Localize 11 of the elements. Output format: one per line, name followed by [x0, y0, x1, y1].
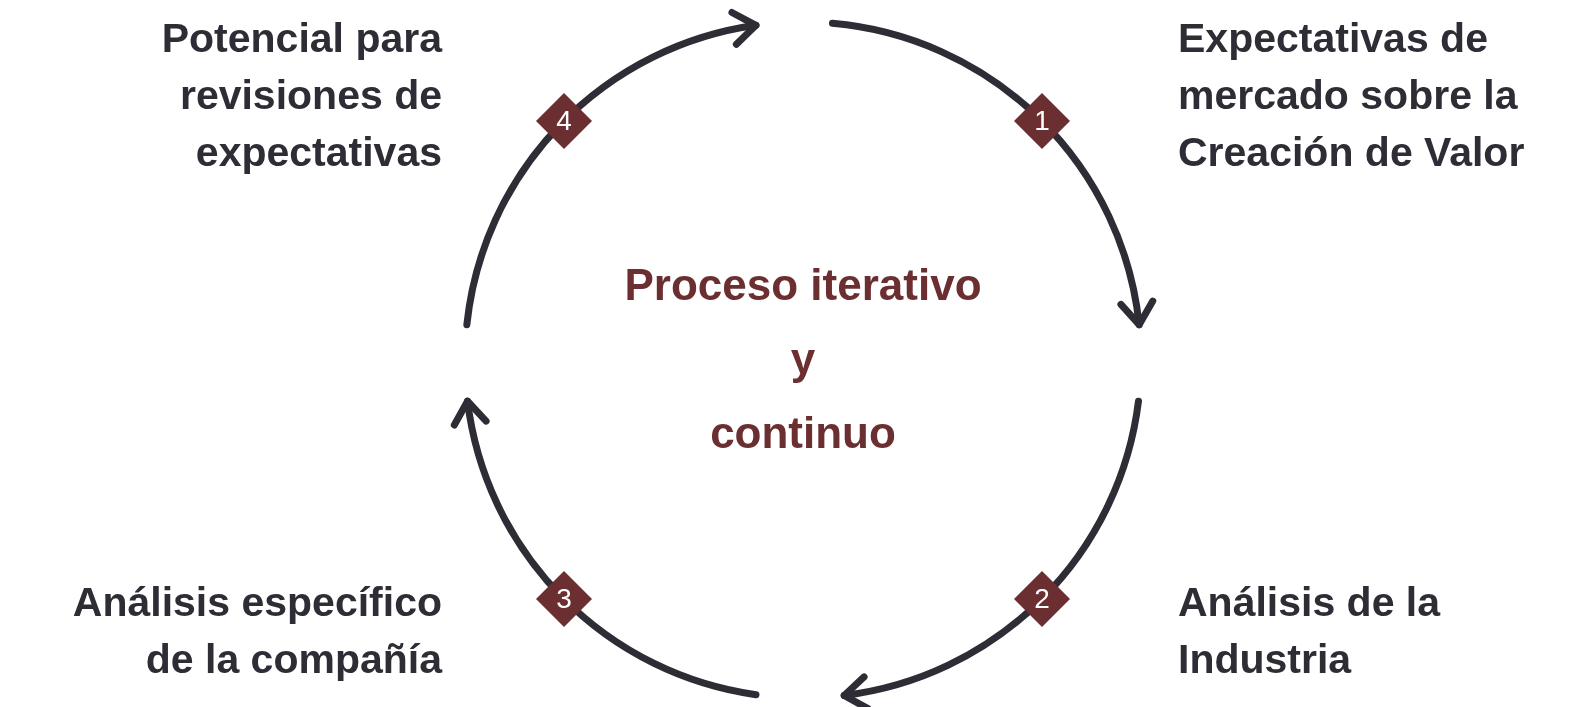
step-label: Análisis específico de la compañía — [71, 578, 442, 684]
center-title: continuo — [710, 407, 896, 459]
step-number: 2 — [1034, 585, 1050, 613]
step-label: Expectativas de mercado sobre la Creación de Valor — [1178, 14, 1526, 177]
center-title: Proceso iterativo — [624, 259, 982, 311]
step-label: Potencial para revisiones de expectativas — [160, 14, 442, 177]
step-number: 3 — [556, 585, 572, 613]
step-number: 1 — [1034, 107, 1050, 135]
step-label: Análisis de la Industria — [1178, 578, 1442, 684]
step-number: 4 — [556, 107, 572, 135]
center-title: y — [790, 333, 816, 385]
